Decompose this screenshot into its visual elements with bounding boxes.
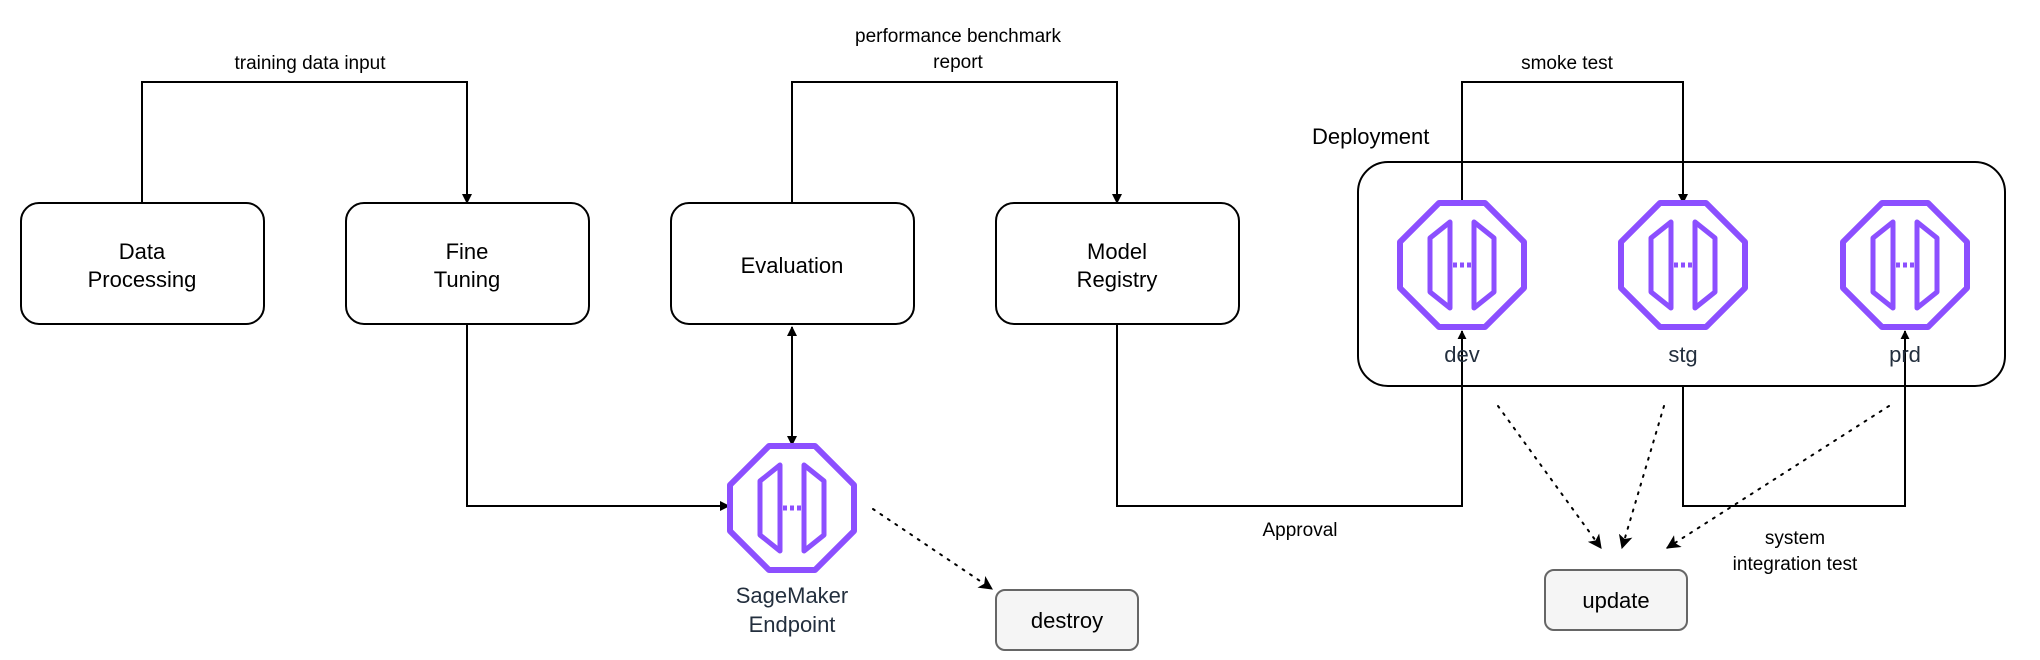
dotted-edge-stg-update [1618,405,1665,550]
node-data-processing-label-2: Processing [88,267,197,292]
edge-label-system-integration-1: system [1765,528,1825,549]
dev-endpoint-icon [1400,203,1524,327]
edge-label-approval: Approval [1263,520,1338,541]
node-data-processing-label-1: Data [119,239,166,264]
edge-label-performance-benchmark-2: report [933,52,983,73]
node-evaluation-label: Evaluation [741,253,844,278]
node-update[interactable]: update [1544,569,1688,631]
node-fine-tuning[interactable]: Fine Tuning [345,202,590,325]
node-destroy[interactable]: destroy [995,589,1139,651]
sagemaker-endpoint-icon [730,446,854,570]
deployment-container [1357,161,2006,387]
node-update-label: update [1582,588,1649,613]
node-model-registry-label-1: Model [1087,239,1147,264]
edge-performance-benchmark [791,81,1122,204]
prd-endpoint-icon [1843,203,1967,327]
sagemaker-endpoint-label-1: SageMaker [736,583,849,608]
edge-approval [1116,325,1467,507]
node-fine-tuning-label-2: Tuning [434,267,500,292]
stage-stg[interactable]: stg [1621,203,1745,367]
edge-label-training-data-input: training data input [234,53,386,74]
sagemaker-endpoint-label-2: Endpoint [749,612,836,637]
stage-prd-label: prd [1889,342,1921,367]
node-destroy-label: destroy [1031,608,1103,633]
dotted-edge-endpoint-destroy [872,508,993,590]
node-fine-tuning-label-1: Fine [446,239,489,264]
sagemaker-endpoint[interactable]: SageMaker Endpoint [730,446,854,637]
node-evaluation[interactable]: Evaluation [670,202,915,325]
edge-label-performance-benchmark-1: performance benchmark [855,26,1061,47]
node-model-registry-label-2: Registry [1077,267,1158,292]
stg-endpoint-icon [1621,203,1745,327]
node-data-processing[interactable]: Data Processing [20,202,265,325]
deployment-title: Deployment [1312,124,1429,149]
stage-stg-label: stg [1668,342,1697,367]
stage-dev-label: dev [1444,342,1479,367]
stage-prd[interactable]: prd [1843,203,1967,367]
edge-smoke-test [1461,81,1688,205]
edge-training-data-input [141,81,472,204]
edge-system-integration-test [1682,330,1910,507]
node-model-registry[interactable]: Model Registry [995,202,1240,325]
stage-dev[interactable]: dev [1400,203,1524,367]
edge-label-system-integration-2: integration test [1733,554,1858,575]
edge-label-smoke-test: smoke test [1521,53,1614,74]
edge-fine-tuning-to-endpoint [466,325,730,511]
dotted-edge-prd-update [1666,405,1890,549]
dotted-edge-dev-update [1497,405,1602,549]
